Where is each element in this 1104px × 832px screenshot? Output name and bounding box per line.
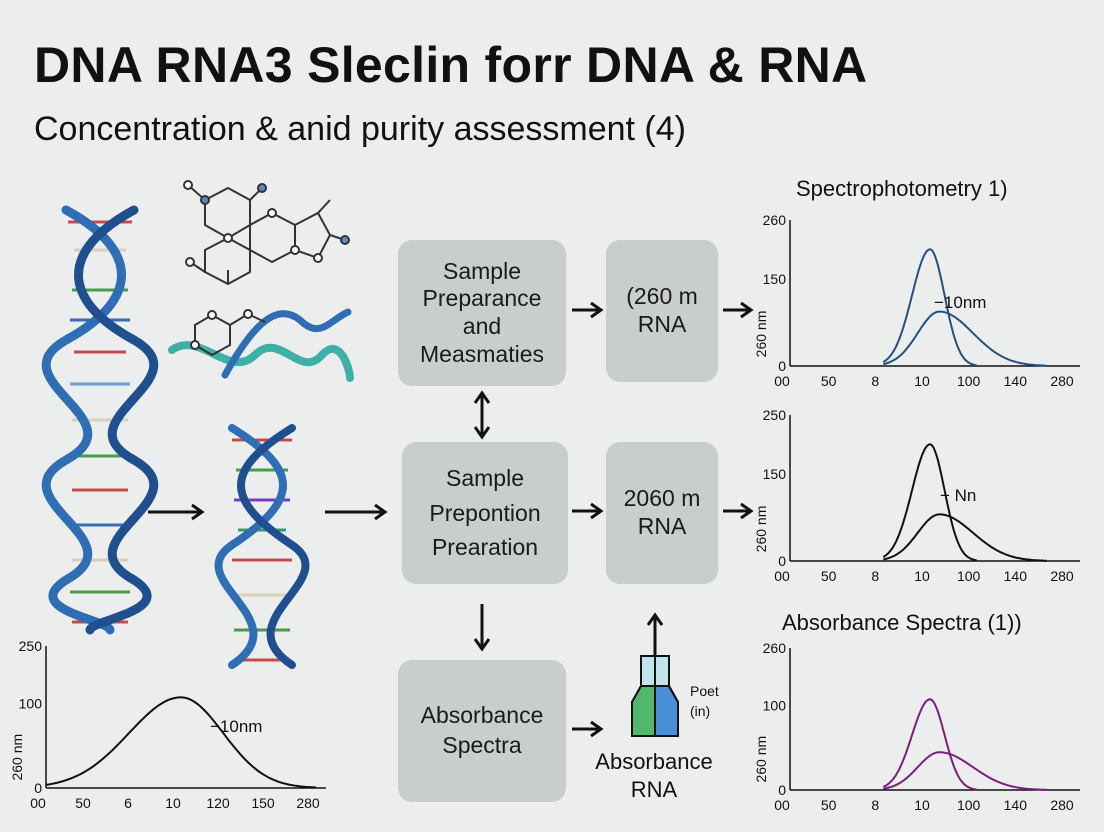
y-tick-label: 150 — [763, 271, 787, 287]
absorbance-spectra-heading: Absorbance Spectra (1)) — [782, 610, 1022, 635]
box3-line2: Prepontion — [429, 499, 541, 526]
y-tick-label: 260 nm — [753, 506, 769, 553]
page-title: DNA RNA3 Sleclin forr DNA & RNA — [34, 37, 868, 93]
series-line — [883, 310, 1047, 367]
y-tick-label: 100 — [19, 696, 43, 712]
chart-annotation: −10nm — [210, 717, 262, 736]
series-line — [882, 248, 977, 367]
box3-line1: Sample — [446, 465, 524, 492]
series-line — [883, 513, 1047, 562]
x-tick-label: 280 — [1050, 568, 1074, 584]
y-tick-label: 0 — [778, 358, 786, 374]
chart-annotation: − Nn — [940, 486, 976, 505]
x-tick-label: 140 — [1004, 568, 1028, 584]
chart-annotation: −10nm — [934, 293, 986, 312]
box4-line1: 2060 m — [623, 485, 701, 512]
y-tick-label: 100 — [763, 698, 787, 714]
x-tick-label: 6 — [124, 795, 132, 811]
y-tick-label: 0 — [34, 780, 42, 796]
y-tick-label: 0 — [778, 782, 786, 798]
x-tick-label: 50 — [821, 373, 837, 389]
y-tick-label: 260 — [763, 212, 787, 228]
molecule-structure-icon — [183, 180, 350, 286]
rna-2060-box[interactable]: 2060 m RNA — [606, 442, 718, 584]
x-tick-label: 8 — [871, 568, 879, 584]
box4-line2: RNA — [637, 513, 687, 539]
x-tick-label: 280 — [1050, 797, 1074, 813]
dna-helix-small-icon — [214, 424, 310, 669]
x-tick-label: 00 — [774, 797, 790, 813]
dna-helix-large-icon — [41, 205, 159, 635]
rna-strand-icon — [168, 308, 354, 382]
chart-left: 250 100 260 nm 000 50 6 10 120 150 280 −10nm — [9, 640, 326, 811]
y-tick-label: 260 nm — [753, 736, 769, 783]
x-tick-label: 10 — [914, 568, 930, 584]
y-tick-label: 150 — [763, 466, 787, 482]
series-line — [45, 696, 317, 789]
x-tick-label: 00 — [774, 373, 790, 389]
x-tick-label: 50 — [75, 795, 91, 811]
series-line — [882, 443, 977, 562]
box3-line3: Prearation — [431, 534, 539, 561]
x-tick-label: 140 — [1004, 797, 1028, 813]
box2-line2: RNA — [637, 311, 687, 337]
spectrophotometry-heading: Spectrophotometry 1) — [796, 176, 1008, 201]
flow-arrows — [148, 301, 754, 738]
y-tick-label: 250 — [763, 407, 787, 423]
box1-line1: Sample — [443, 257, 521, 284]
x-tick-label: 280 — [296, 795, 320, 811]
box5-line1: Absorbance — [420, 702, 544, 729]
x-tick-label: 150 — [251, 795, 275, 811]
x-tick-label: 00 — [774, 568, 790, 584]
tube-label-line1: Poet — [690, 683, 719, 699]
tube-caption: Absorbance RNA — [584, 748, 724, 803]
x-tick-label: 10 — [914, 373, 930, 389]
absorbance-spectra-box[interactable]: Absorbance Spectra — [398, 660, 566, 802]
x-tick-label: 00 — [30, 795, 46, 811]
y-tick-label: 0 — [778, 553, 786, 569]
tube-label-line2: (in) — [690, 702, 711, 719]
box1-line2: Preparance — [422, 285, 542, 312]
x-tick-label: 50 — [821, 568, 837, 584]
x-tick-label: 8 — [871, 797, 879, 813]
sample-preparation-box[interactable]: Sample Preparance and Measmaties — [398, 240, 566, 386]
page-subtitle: Concentration & anid purity assessment (… — [34, 110, 686, 148]
tube-caption-line1: Absorbance — [595, 749, 713, 774]
x-tick-label: 280 — [1050, 373, 1074, 389]
x-tick-label: 120 — [206, 795, 230, 811]
series-line — [883, 751, 1047, 791]
x-tick-label: 10 — [165, 795, 181, 811]
sample-prepontion-box[interactable]: Sample Prepontion Prearation — [402, 442, 568, 584]
x-tick-label: 100 — [957, 373, 981, 389]
box1-line4: Measmaties — [420, 340, 544, 367]
x-tick-label: 10 — [914, 797, 930, 813]
test-tube-icon — [631, 655, 679, 737]
x-tick-label: 8 — [871, 373, 879, 389]
box5-line2: Spectra — [442, 732, 522, 758]
x-tick-label: 140 — [1004, 373, 1028, 389]
box2-line1: (260 m — [626, 283, 698, 310]
x-tick-label: 50 — [821, 797, 837, 813]
rna-260-box[interactable]: (260 m RNA — [606, 240, 718, 382]
chart-top-right: 260 150 260 nm 000 50 8 10 100 140 280 −10nm — [753, 212, 1080, 389]
y-tick-label: 250 — [19, 640, 43, 654]
tube-caption-line2: RNA — [630, 776, 678, 802]
y-tick-label: 260 — [763, 640, 787, 656]
chart-mid-right: 250 150 260 nm 000 50 8 10 100 140 280 − Nn — [753, 407, 1080, 584]
x-tick-label: 100 — [957, 797, 981, 813]
series-line — [882, 698, 977, 791]
box1-line3: and — [462, 313, 502, 339]
y-tick-label: 260 nm — [753, 311, 769, 358]
y-tick-label: 260 nm — [9, 734, 25, 781]
chart-bottom-right: 260 100 260 nm 000 50 8 10 100 140 280 — [753, 640, 1080, 813]
x-tick-label: 100 — [957, 568, 981, 584]
tube-label: Poet (in) — [690, 682, 719, 721]
